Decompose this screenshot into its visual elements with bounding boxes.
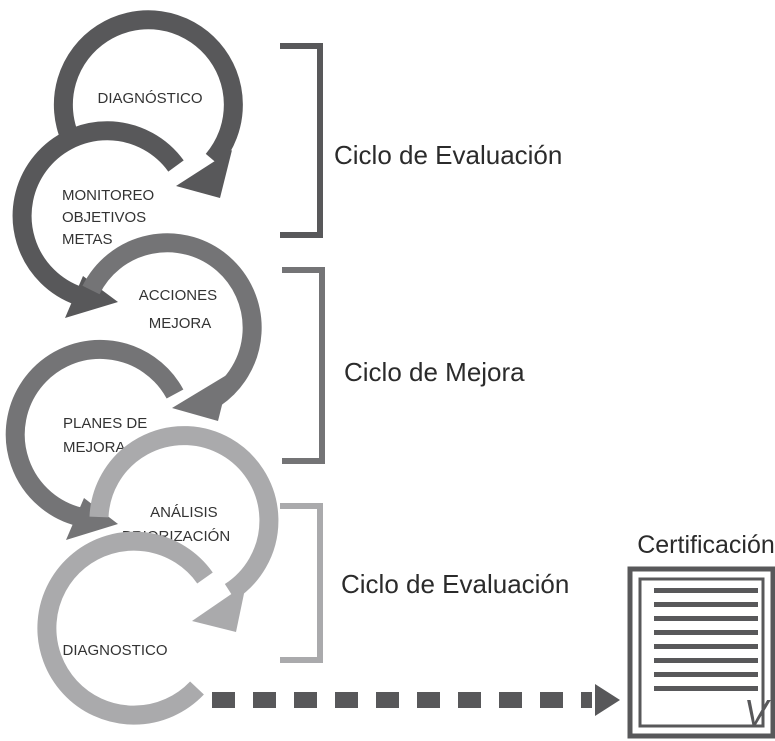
bracket-ciclo-evaluacion-2: Ciclo de Evaluación: [280, 503, 569, 663]
step-line: MEJORA: [149, 315, 212, 332]
cycle-arrowhead-icon: [65, 276, 118, 318]
check-mark-icon: V: [744, 692, 771, 733]
step-label-monitoreo: MONITOREO OBJETIVOS METAS: [62, 187, 158, 248]
bracket-line: [280, 503, 323, 663]
step-line: OBJETIVOS: [62, 209, 146, 226]
cycle-acciones: ACCIONES MEJORA: [82, 233, 262, 421]
cycle-monitoreo: MONITOREO OBJETIVOS METAS: [12, 121, 184, 318]
bracket-line: [282, 267, 325, 464]
cycle-ring-monitoreo: [12, 121, 184, 305]
step-line: ACCIONES: [139, 287, 217, 304]
cycle-ring-planes: [5, 339, 184, 527]
step-line: MONITOREO: [62, 187, 154, 204]
cycle-analisis: ANÁLISIS PRIORIZACIÓN: [89, 426, 279, 632]
cycle-ring-acciones: [82, 233, 262, 406]
bracket-label: Ciclo de Evaluación: [341, 569, 569, 599]
bracket-ciclo-mejora: Ciclo de Mejora: [282, 267, 525, 464]
cycle-arrowhead-icon: [192, 584, 246, 632]
cycle-arrowhead-icon: [66, 498, 118, 540]
cycle-ring-diagnostico-1: [53, 10, 243, 167]
certificate: Certificación V: [627, 531, 775, 739]
cycle-diagnostico-1: DIAGNÓSTICO: [53, 10, 243, 198]
step-label-diagnostico-1: DIAGNÓSTICO: [97, 90, 202, 107]
arrowhead-icon: [595, 684, 620, 716]
certificate-label: Certificación: [637, 531, 775, 559]
step-line: PLANES DE: [63, 415, 147, 432]
cycle-arrowhead-icon: [172, 373, 230, 421]
step-line: ANÁLISIS: [150, 504, 218, 521]
bracket-line: [280, 43, 323, 238]
bracket-ciclo-evaluacion-1: Ciclo de Evaluación: [280, 43, 562, 238]
step-line: MEJORA: [63, 439, 126, 456]
cycle-ring-analisis: [89, 426, 279, 600]
bracket-label: Ciclo de Mejora: [344, 357, 525, 387]
step-line: METAS: [62, 231, 113, 248]
cycle-arrowhead-icon: [176, 150, 232, 198]
cycle-ring-diagnostico-2: [37, 531, 213, 725]
cycle-planes: PLANES DE MEJORA: [5, 339, 184, 540]
step-label-diagnostico-2: DIAGNOSTICO: [62, 642, 167, 659]
certificate-document-icon: V: [627, 566, 775, 739]
step-label-planes: PLANES DE MEJORA: [63, 415, 151, 456]
cycle-diagnostico-2: DIAGNOSTICO: [37, 531, 213, 725]
bracket-label: Ciclo de Evaluación: [334, 140, 562, 170]
step-label-acciones: ACCIONES MEJORA: [139, 287, 222, 332]
dashed-arrow-connector: [212, 684, 620, 716]
